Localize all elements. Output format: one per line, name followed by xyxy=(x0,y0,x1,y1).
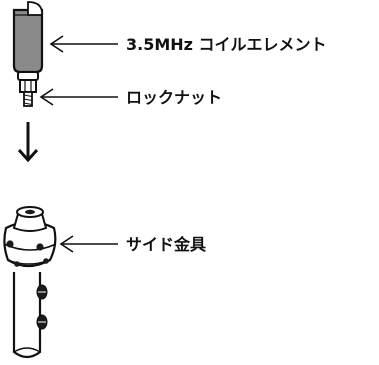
left-arrow-icon xyxy=(39,88,118,106)
bolt-hole xyxy=(43,258,49,264)
coil-body xyxy=(12,8,44,74)
side-fitting-assembly xyxy=(3,206,57,359)
coil-element-part xyxy=(12,1,44,107)
coil-top-cap xyxy=(27,1,43,16)
coil-element-label: 3.5MHz コイルエレメント xyxy=(126,35,327,54)
callout-lock-nut: ロックナット xyxy=(39,88,222,107)
callout-coil-element: 3.5MHz コイルエレメント xyxy=(49,35,327,54)
coil-collar xyxy=(17,71,39,81)
bolt-hole xyxy=(36,243,44,251)
bolt-hole xyxy=(6,240,14,248)
lock-nut-label: ロックナット xyxy=(126,88,222,107)
mounting-pipe xyxy=(12,272,42,359)
lock-nut xyxy=(19,79,37,93)
callout-side-fitting: サイド金具 xyxy=(59,235,206,254)
threaded-stud xyxy=(23,91,33,107)
side-fitting-label: サイド金具 xyxy=(126,235,206,254)
down-arrow-icon xyxy=(17,122,39,163)
left-arrow-icon xyxy=(59,235,118,253)
threaded-socket-icon xyxy=(25,209,35,215)
left-arrow-icon xyxy=(49,35,118,53)
bolt-hole xyxy=(14,261,20,267)
